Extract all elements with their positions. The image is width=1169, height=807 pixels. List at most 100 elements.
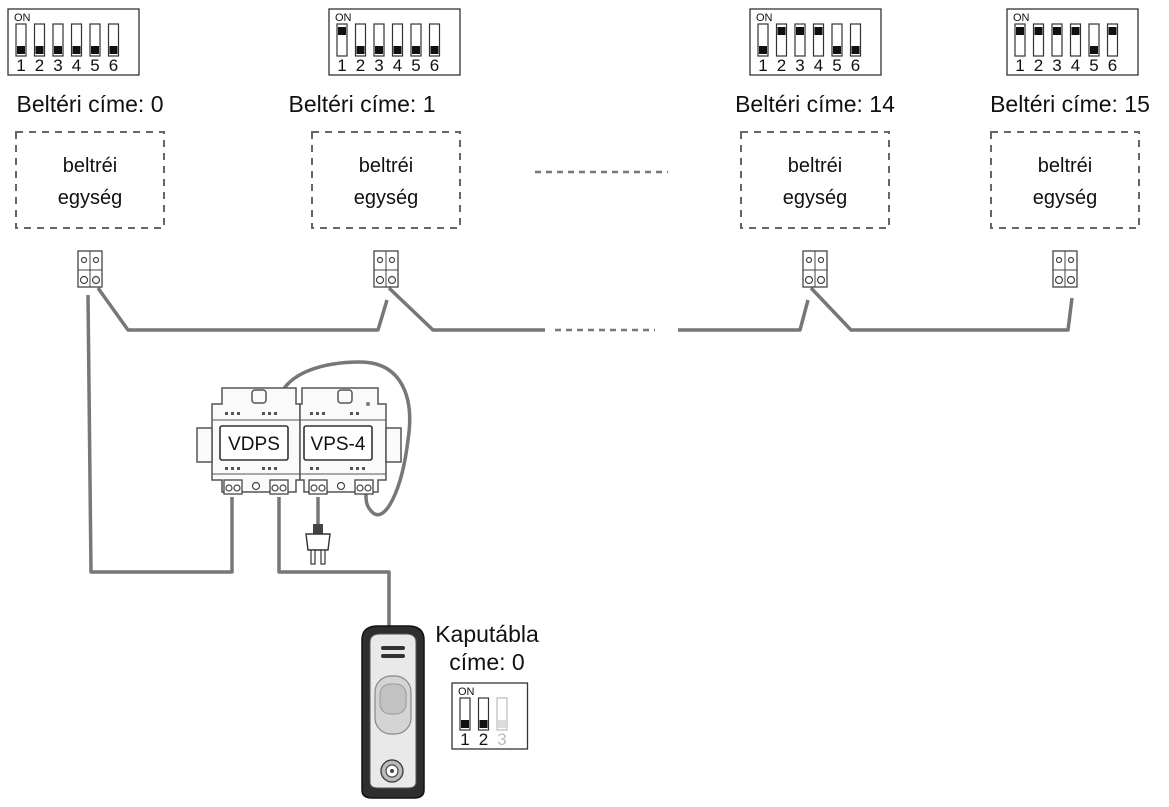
dip-switch-1 (757, 23, 769, 57)
dip-number-3: 3 (53, 56, 62, 75)
indoor-unit-label-line2: egység (58, 187, 123, 209)
dip-switch-3 (373, 23, 385, 57)
dip-on-label: ON (756, 12, 773, 24)
dip-number-5: 5 (1089, 56, 1098, 75)
dip-on-label: ON (335, 12, 352, 24)
dip-number-5: 5 (832, 56, 841, 75)
dip-knob-2 (35, 46, 44, 54)
indoor-address-label: Beltéri címe: 0 (17, 91, 164, 117)
dip-knob-4 (1071, 27, 1080, 35)
dip-switch-2 (477, 697, 490, 731)
terminal-block-icon (77, 250, 103, 288)
dip-number-3: 3 (374, 56, 383, 75)
dip-switch-2 (1032, 23, 1045, 57)
terminal-block-icon (802, 250, 828, 288)
dip-switch-1 (1014, 23, 1026, 57)
dip-knob-1 (461, 720, 469, 728)
dip-knob-2 (777, 27, 786, 35)
dip-knob-2 (1034, 27, 1043, 35)
dip-switch-5 (1088, 23, 1100, 57)
dip-number-5: 5 (411, 56, 420, 75)
dip-number-3: 3 (497, 730, 506, 749)
indoor-unit-box (740, 131, 890, 229)
dip-switch-3 (1051, 23, 1063, 57)
vdps-label: VDPS (228, 434, 280, 455)
call-button-icon (380, 759, 404, 783)
bus-wire-segment-4 (809, 286, 1074, 332)
dip-switch-2 (354, 23, 367, 57)
dip-knob-2 (356, 46, 365, 54)
indoor-unit-box (311, 131, 461, 229)
dip-switch-1 (15, 23, 27, 57)
dip-number-4: 4 (393, 56, 402, 75)
dip-number-6: 6 (851, 56, 860, 75)
dip-switch-3 (52, 23, 64, 57)
dip-switch-6 (428, 23, 441, 57)
door-panel-title: Kaputábla (435, 621, 539, 647)
dip-knob-4 (393, 46, 402, 54)
indoor-unit-box (990, 131, 1140, 229)
dip-on-label: ON (1013, 12, 1030, 24)
dip-switch-4 (391, 23, 404, 57)
dip-knob-6 (1108, 27, 1117, 35)
dip-knob-3 (375, 46, 383, 54)
camera-lens-icon (374, 675, 412, 735)
indoor-unit-label-line2: egység (1033, 187, 1098, 209)
dip-switch-1 (459, 697, 471, 731)
dip-switch-2 (775, 23, 788, 57)
dip-knob-3 (1053, 27, 1061, 35)
dip-number-2: 2 (479, 730, 488, 749)
dip-number-2: 2 (356, 56, 365, 75)
dip-knob-3 (54, 46, 62, 54)
dip-knob-6 (109, 46, 118, 54)
dip-number-3: 3 (1052, 56, 1061, 75)
indoor-unit-label-line1: beltréi (63, 155, 117, 177)
door-panel-wire (277, 497, 391, 628)
indoor-unit-label-line2: egység (354, 187, 419, 209)
ps-loop-wire (276, 360, 412, 517)
dip-switch-6 (107, 23, 120, 57)
door-panel-device (361, 625, 425, 799)
dip-switch-4 (70, 23, 83, 57)
indoor-address-label: Beltéri címe: 14 (735, 91, 895, 117)
dip-knob-5 (412, 46, 420, 54)
dip-on-label: ON (14, 12, 31, 24)
dip-knob-5 (1090, 46, 1098, 54)
dip-knob-4 (814, 27, 823, 35)
dip-number-1: 1 (758, 56, 767, 75)
dip-number-2: 2 (35, 56, 44, 75)
dip-switch-5 (831, 23, 843, 57)
indoor-unit-label-line1: beltréi (359, 155, 413, 177)
dip-switch-4 (1069, 23, 1082, 57)
bus-wire-segment-2 (387, 286, 545, 332)
dip-knob-3 (796, 27, 804, 35)
dip-knob-1 (759, 46, 767, 54)
dip-switch-5 (89, 23, 101, 57)
indoor-unit-label-line1: beltréi (788, 155, 842, 177)
riser-wire (86, 294, 234, 574)
dip-knob-1 (338, 27, 346, 35)
dip-knob-2 (479, 720, 488, 728)
dip-number-2: 2 (777, 56, 786, 75)
dip-switch-4 (812, 23, 825, 57)
vdps-power-supply: VDPS (196, 387, 301, 495)
dip-number-4: 4 (1071, 56, 1080, 75)
indoor-unit-label-line1: beltréi (1038, 155, 1092, 177)
dip-knob-3 (498, 720, 506, 728)
vps4-power-supply: VPS-4 (299, 387, 402, 495)
dip-number-6: 6 (109, 56, 118, 75)
dip-switch-1 (336, 23, 348, 57)
dip-number-2: 2 (1034, 56, 1043, 75)
dip-knob-5 (833, 46, 841, 54)
dip-switch-2 (33, 23, 46, 57)
dip-knob-4 (72, 46, 81, 54)
dip-switch-6 (1106, 23, 1119, 57)
mains-plug-icon (305, 524, 331, 565)
